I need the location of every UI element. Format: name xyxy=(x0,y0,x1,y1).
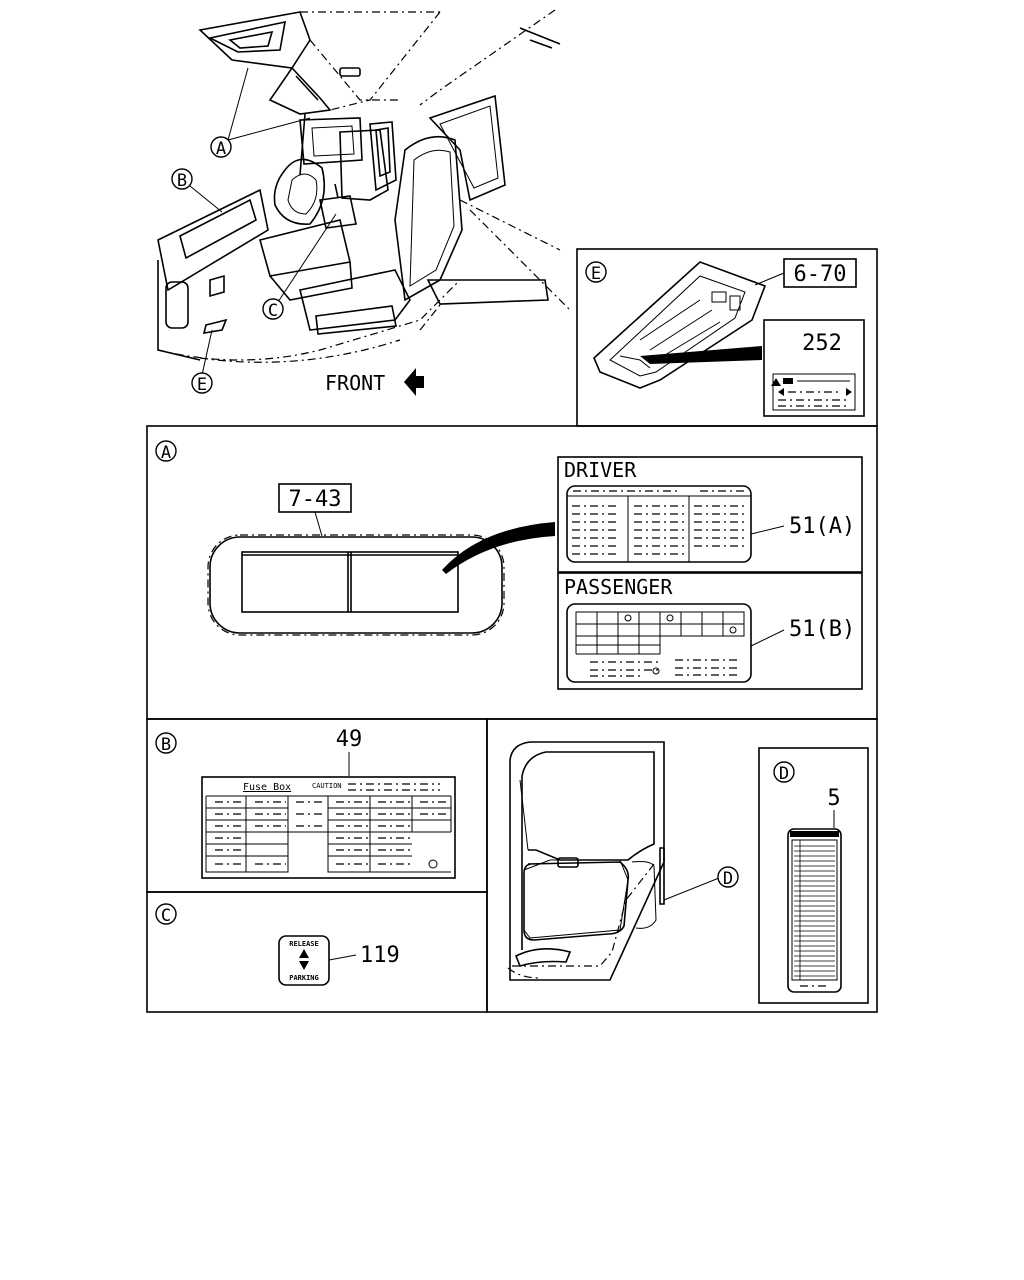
panel-d-marker: D xyxy=(779,764,789,784)
parking-release-decal: RELEASE PARKING xyxy=(278,935,330,986)
panel-a: A 7-43 DRIVER 51(A) PASSENGER xyxy=(146,425,878,720)
callout-b-label: B xyxy=(177,171,187,191)
front-direction-label: FRONT xyxy=(325,371,385,395)
panel-c-marker: C xyxy=(161,906,171,926)
fuse-box-label-decal: Fuse Box CAUTION xyxy=(201,776,456,879)
overview-callout-e: E xyxy=(191,372,213,395)
panel-a-marker: A xyxy=(161,443,171,463)
callout-e-label: E xyxy=(197,375,207,395)
panel-d-part-no: 5 xyxy=(827,786,840,811)
panel-b-marker: B xyxy=(161,735,171,755)
door-jamb-decal xyxy=(787,828,842,993)
panel-c-part-no: 119 xyxy=(360,943,400,968)
parking-release-bottom-text: PARKING xyxy=(289,974,319,982)
front-arrow-icon xyxy=(404,368,424,396)
driver-title: DRIVER xyxy=(564,458,637,482)
fuse-box-title: Fuse Box xyxy=(243,782,291,793)
panel-b-part-no: 49 xyxy=(336,727,363,752)
parking-release-top-text: RELEASE xyxy=(289,940,319,948)
floor-mat-illustration xyxy=(593,261,767,389)
panel-e-ref-box: 6-70 xyxy=(794,262,847,287)
overview-callout-a: A xyxy=(210,136,232,159)
door-illustration xyxy=(507,741,665,981)
sun-visor-illustration xyxy=(207,534,505,636)
passenger-part-no: 51(B) xyxy=(789,617,855,642)
panel-b: B 49 Fuse Box CAUTION xyxy=(146,718,488,893)
callout-a-label: A xyxy=(216,139,226,159)
fuse-box-caution: CAUTION xyxy=(312,782,342,790)
panel-e: E 6-70 252 xyxy=(576,248,878,427)
panel-e-part-no: 252 xyxy=(802,331,842,356)
overview-callout-b: B xyxy=(171,168,193,191)
panel-d: D D 5 xyxy=(486,718,878,1013)
up-arrow-icon xyxy=(299,949,309,958)
driver-label-decal xyxy=(566,485,752,563)
overview-callout-c: C xyxy=(262,298,284,321)
cab-interior-illustration xyxy=(157,9,571,376)
panel-a-ref-box: 7-43 xyxy=(289,487,342,512)
callout-c-label: C xyxy=(268,301,278,321)
panel-d-callout: D xyxy=(723,869,733,889)
driver-part-no: 51(A) xyxy=(789,514,855,539)
passenger-title: PASSENGER xyxy=(564,575,673,599)
down-arrow-icon xyxy=(299,961,309,970)
panel-c: C RELEASE PARKING 119 xyxy=(146,891,488,1013)
passenger-label-decal xyxy=(566,603,752,683)
panel-e-marker: E xyxy=(591,264,601,284)
warning-decal-252 xyxy=(771,373,856,411)
